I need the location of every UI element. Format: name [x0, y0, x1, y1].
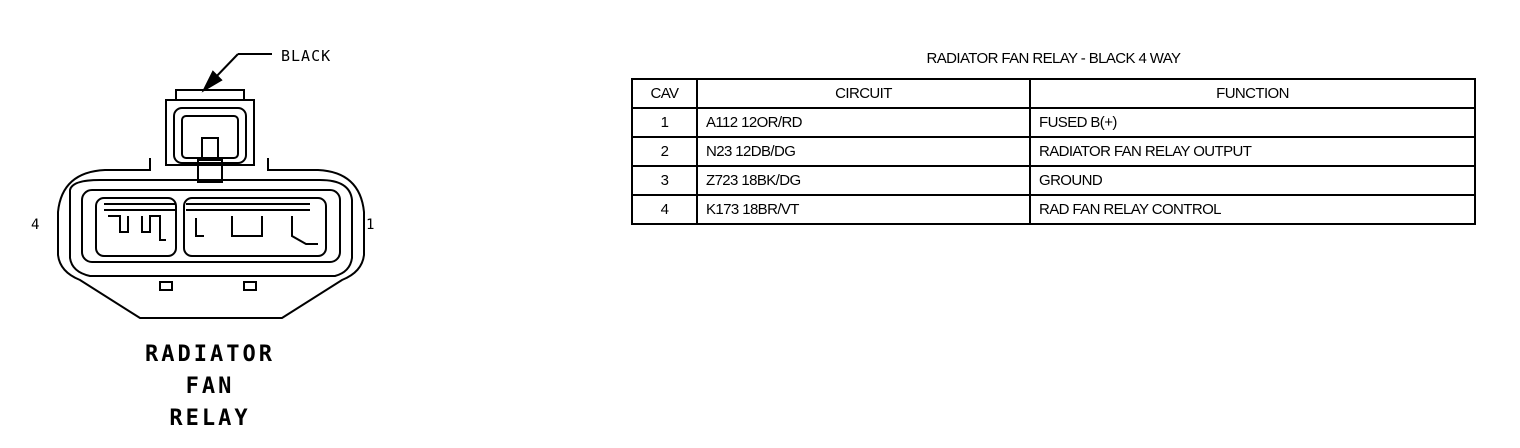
header-function: FUNCTION: [1029, 78, 1476, 109]
cell-circuit: N23 12DB/DG: [696, 136, 1031, 167]
cell-function: RADIATOR FAN RELAY OUTPUT: [1029, 136, 1476, 167]
cell-circuit: K173 18BR/VT: [696, 194, 1031, 225]
connector-face-drawing: [57, 53, 365, 319]
cell-cav: 2: [631, 136, 698, 167]
cell-cav: 3: [631, 165, 698, 196]
table-title: RADIATOR FAN RELAY - BLACK 4 WAY: [926, 50, 1182, 67]
table-row: 2 N23 12DB/DG RADIATOR FAN RELAY OUTPUT: [631, 136, 1476, 167]
header-circuit: CIRCUIT: [696, 78, 1031, 109]
cell-function: GROUND: [1029, 165, 1476, 196]
connector-caption-line-1: RADIATOR: [145, 342, 275, 367]
locking-tab: [165, 89, 255, 183]
table-header-row: CAV CIRCUIT FUNCTION: [631, 78, 1476, 109]
connector-housing: [57, 158, 365, 319]
connector-color-label: BLACK: [281, 47, 332, 65]
pinout-table: CAV CIRCUIT FUNCTION 1 A112 12OR/RD FUSE…: [631, 78, 1476, 225]
table-row: 1 A112 12OR/RD FUSED B(+): [631, 107, 1476, 138]
header-cav: CAV: [631, 78, 698, 109]
cell-cav: 1: [631, 107, 698, 138]
pin-label-left: 4: [31, 217, 41, 233]
cell-function: FUSED B(+): [1029, 107, 1476, 138]
cell-circuit: Z723 18BK/DG: [696, 165, 1031, 196]
connector-caption-line-3: RELAY: [169, 406, 251, 431]
table-row: 4 K173 18BR/VT RAD FAN RELAY CONTROL: [631, 194, 1476, 225]
connector-caption-line-2: FAN: [185, 374, 235, 399]
terminal-cavity-area: [81, 189, 341, 263]
pin-label-right: 1: [366, 217, 376, 233]
table-row: 3 Z723 18BK/DG GROUND: [631, 165, 1476, 196]
cell-cav: 4: [631, 194, 698, 225]
cell-circuit: A112 12OR/RD: [696, 107, 1031, 138]
color-leader-arrow: [201, 53, 272, 93]
cell-function: RAD FAN RELAY CONTROL: [1029, 194, 1476, 225]
